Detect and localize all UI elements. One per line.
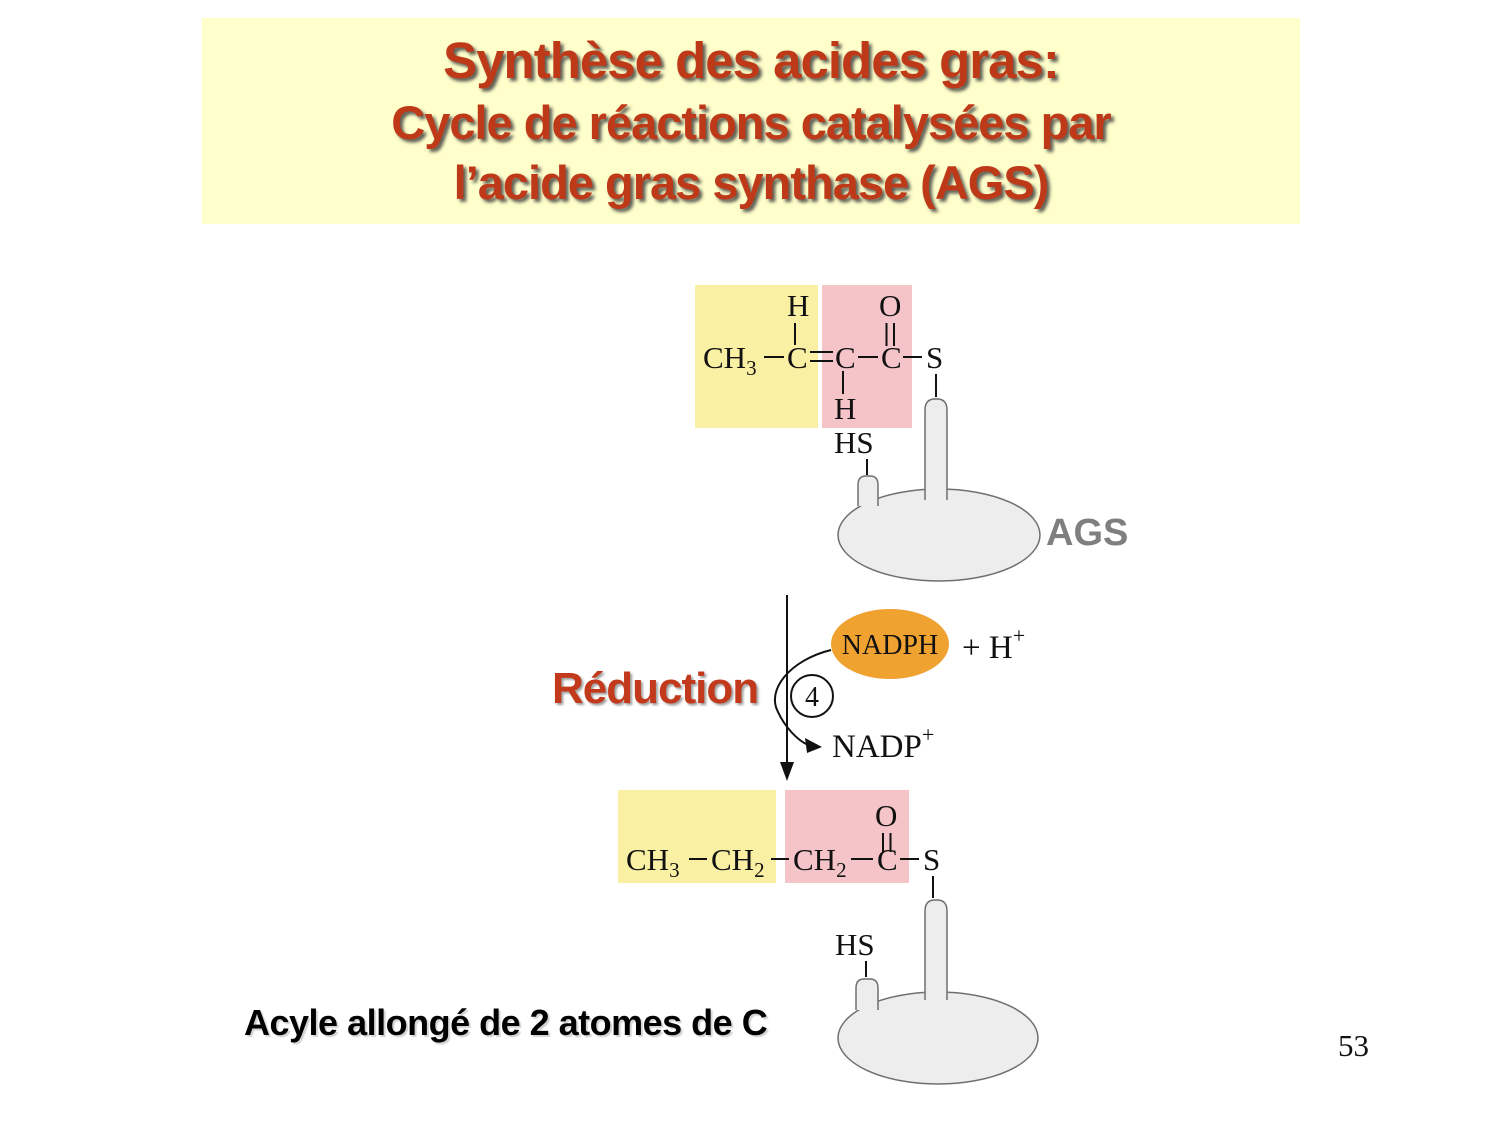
title-box: Synthèse des acides gras: Cycle de réact…	[202, 18, 1300, 224]
plus-h-label: + H+	[962, 623, 1025, 666]
cofactor-curved-arrow	[773, 649, 832, 746]
reaction-arrowhead	[780, 762, 794, 781]
top-highlight-yellow	[695, 285, 818, 428]
hs-label-top: HS	[834, 425, 874, 460]
title-line-2: Cycle de réactions catalysées par	[391, 96, 1111, 150]
step-circle	[790, 674, 834, 718]
enzyme-top	[837, 398, 1041, 582]
ags-label: AGS	[1046, 512, 1129, 554]
hs-label-bottom: HS	[835, 927, 875, 962]
ch2-label: CH2	[711, 842, 765, 882]
title-line-3: l’acide gras synthase (AGS)	[453, 156, 1050, 210]
oxygen-label: O	[875, 798, 897, 833]
carbon-3-label: C	[881, 340, 902, 375]
nadph-label: NADPH	[842, 630, 938, 661]
sulfur-label: S	[926, 340, 943, 375]
enzyme-stub	[855, 978, 879, 1010]
carbonyl-carbon-label: C	[877, 842, 898, 877]
nadph-ellipse	[831, 609, 949, 679]
bottom-highlight-pink	[785, 790, 909, 883]
enzyme-stub	[857, 475, 879, 506]
bottom-structure-formula: CH3 CH2 CH2 C S O HS	[626, 798, 940, 977]
carbon-1-label: C	[787, 340, 808, 375]
product-caption: Acyle allongé de 2 atomes de C	[244, 1002, 768, 1043]
reduction-label: Réduction	[552, 664, 759, 713]
ch2-label: CH2	[793, 842, 847, 882]
ch3-label: CH3	[703, 340, 757, 380]
enzyme-stalk	[924, 899, 948, 1000]
page-number: 53	[1338, 1028, 1369, 1063]
cofactor-arrowhead	[805, 738, 822, 753]
hydrogen-top-label: H	[787, 288, 809, 323]
enzyme-stalk	[924, 398, 948, 500]
ch3-label: CH3	[626, 842, 680, 882]
step-number: 4	[805, 682, 819, 713]
sulfur-label: S	[923, 842, 940, 877]
enzyme-bottom	[837, 899, 1039, 1085]
oxygen-label: O	[879, 288, 901, 323]
title-line-1: Synthèse des acides gras:	[443, 32, 1060, 90]
reaction-step: 4 NADPH + H+ NADP+	[773, 595, 1025, 781]
nadp-label: NADP+	[832, 722, 934, 765]
carbon-2-label: C	[835, 340, 856, 375]
bottom-highlight-yellow	[618, 790, 776, 883]
hydrogen-bottom-label: H	[834, 391, 856, 426]
top-structure-formula: CH3 C C C S H H O HS	[703, 288, 943, 475]
